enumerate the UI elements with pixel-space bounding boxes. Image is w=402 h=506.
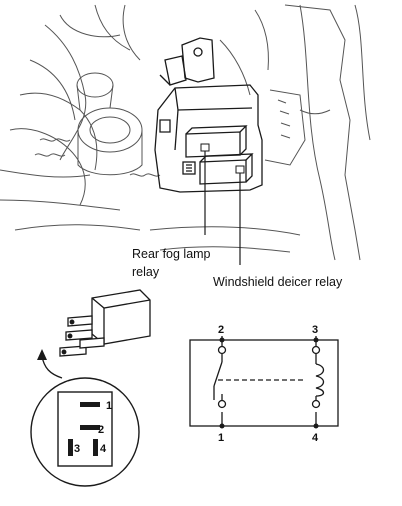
engine-bay-illustration [0, 4, 371, 261]
relay-schematic [189, 336, 339, 427]
connector-pin-1-label: 1 [106, 400, 112, 412]
relay-part-illustration [59, 289, 151, 357]
schematic-pin-4-label: 4 [312, 432, 319, 444]
connector-pin-3-label: 3 [74, 443, 80, 455]
switch-contact-arm [213, 361, 223, 387]
connector-pin-face [30, 377, 140, 487]
leader-lines [204, 150, 241, 265]
schematic-terminal-dots [219, 337, 319, 429]
deicer-marker [235, 165, 245, 174]
schematic-pin-2-label: 2 [218, 324, 224, 336]
windshield-deicer-label: Windshield deicer relay [213, 275, 343, 289]
relay-box-illustration [154, 37, 263, 193]
connector-pin-4-label: 4 [100, 443, 107, 455]
connector-pin-2-label: 2 [98, 424, 104, 436]
schematic-pin-1-label: 1 [218, 432, 224, 444]
rear-fog-lamp-label-line2: relay [132, 265, 160, 279]
rear-fog-marker [200, 143, 210, 152]
curved-arrow-icon [37, 349, 63, 379]
schematic-frame [189, 339, 339, 427]
rear-fog-lamp-label: Rear fog lamp [132, 247, 211, 261]
relay-coil [315, 363, 325, 397]
schematic-pin-3-label: 3 [312, 324, 318, 336]
